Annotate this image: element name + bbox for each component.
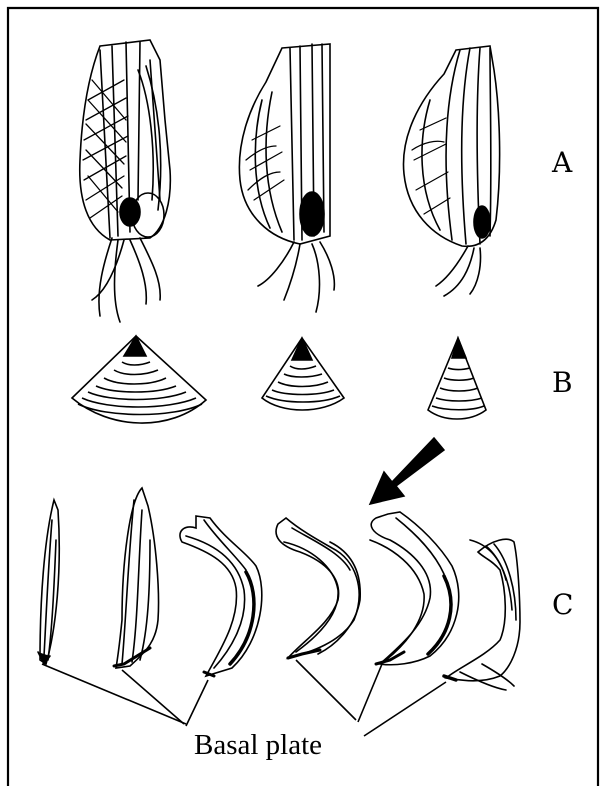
wedge-b-right: [428, 338, 486, 419]
row-label-b: B: [552, 366, 573, 399]
bulb-a-left: [80, 40, 171, 322]
row-label-c: C: [552, 588, 573, 621]
scale-c-3: [180, 516, 262, 676]
arrow-icon: [370, 438, 444, 504]
basal-plate-pointer-lines: [42, 660, 446, 736]
wedge-b-left: [72, 336, 206, 423]
row-label-a: A: [551, 146, 573, 179]
scale-c-1: [38, 500, 59, 664]
bulb-a-right: [403, 46, 499, 296]
scale-c-6: [444, 539, 520, 690]
scale-c-5: [370, 512, 459, 665]
wedge-b-middle: [262, 338, 344, 410]
scale-c-2: [114, 488, 159, 668]
basal-plate-caption: Basal plate: [194, 729, 322, 761]
scale-c-4: [276, 518, 360, 658]
bulb-a-middle: [239, 44, 334, 312]
